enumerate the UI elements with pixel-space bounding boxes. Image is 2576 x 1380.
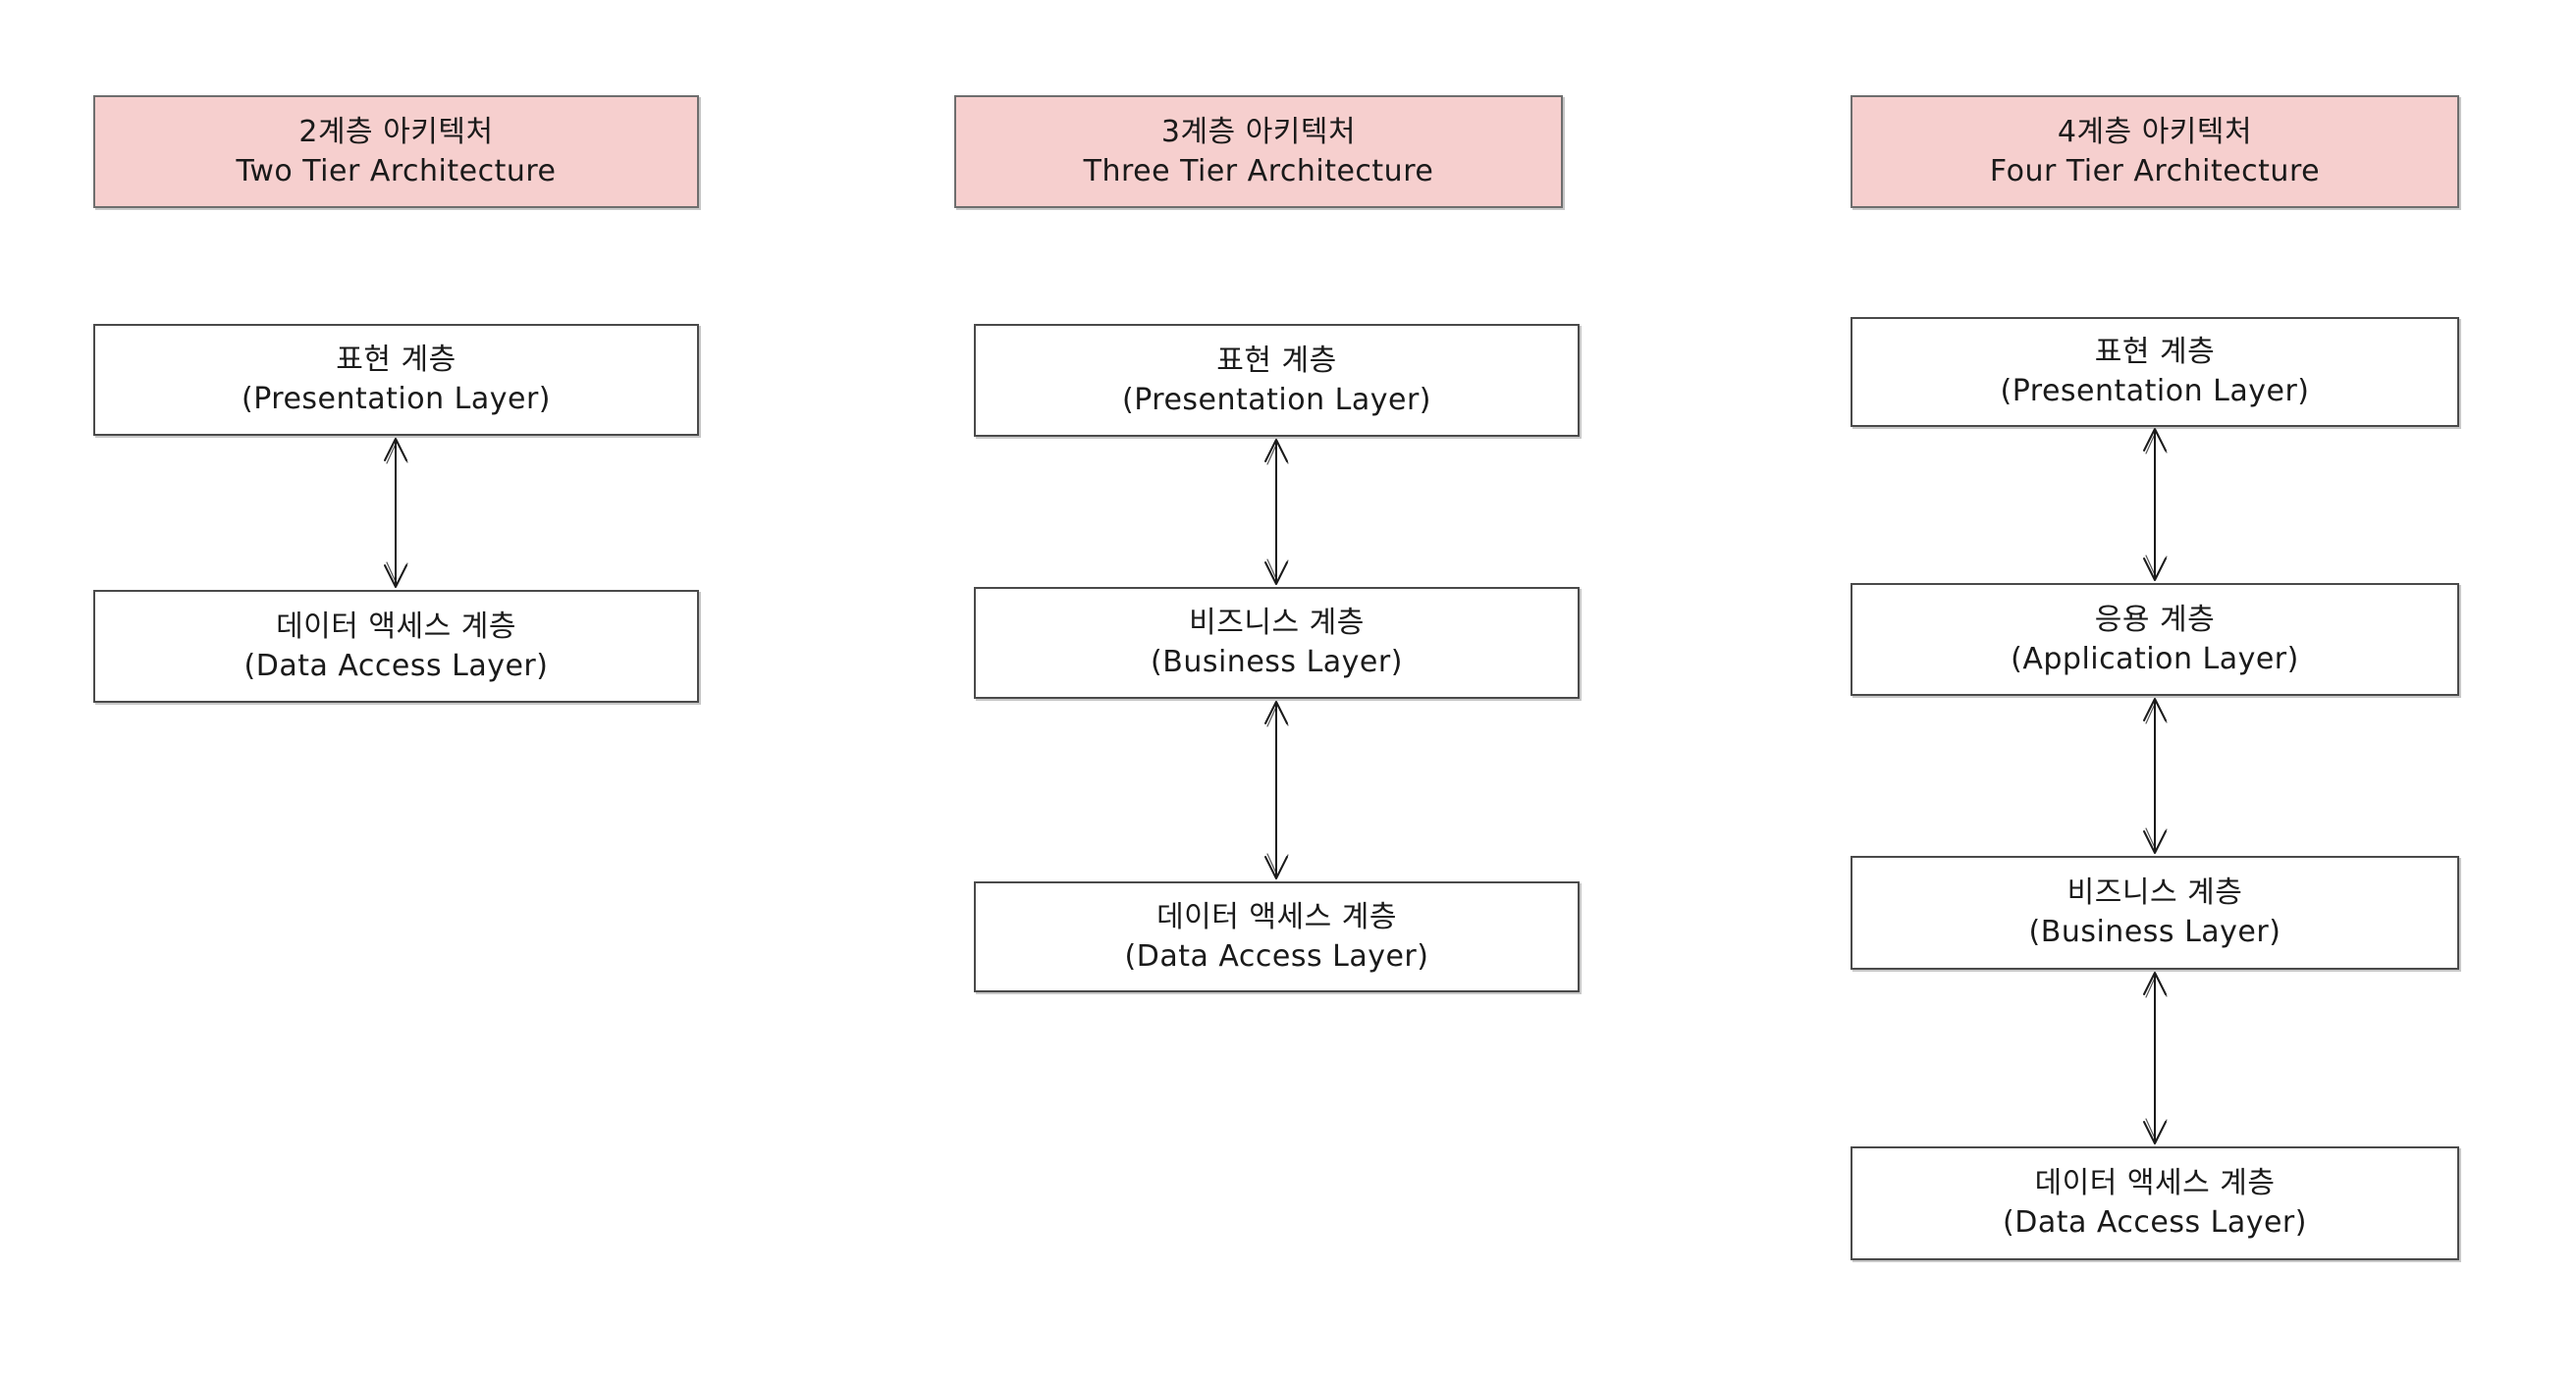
layer-title-en: (Data Access Layer) [1124,938,1429,974]
layer-title-en: (Data Access Layer) [243,648,549,683]
header-title-ko: 3계층 아키텍처 [1160,114,1357,149]
header-title-ko: 4계층 아키텍처 [2057,114,2253,149]
header-title-en: Three Tier Architecture [1083,153,1434,188]
layer-title-ko: 비즈니스 계층 [1189,606,1365,640]
layer-box-four-tier-application: 응용 계층 (Application Layer) [1851,583,2459,696]
layer-box-four-tier-dataaccess: 데이터 액세스 계층 (Data Access Layer) [1851,1146,2459,1260]
layer-title-en: (Business Layer) [2028,915,2281,949]
layer-title-ko: 응용 계층 [2094,602,2216,637]
layer-title-ko: 표현 계층 [2094,335,2216,369]
layer-box-three-tier-business: 비즈니스 계층 (Business Layer) [974,587,1580,699]
layer-box-two-tier-dataaccess: 데이터 액세스 계층 (Data Access Layer) [93,590,699,703]
arrow-four-tier-business-dataaccess [2143,972,2168,1144]
layer-box-three-tier-dataaccess: 데이터 액세스 계층 (Data Access Layer) [974,881,1580,992]
header-title-en: Four Tier Architecture [1989,153,2321,188]
arrow-two-tier-presentation-dataaccess [384,438,408,588]
layer-box-three-tier-presentation: 표현 계층 (Presentation Layer) [974,324,1580,437]
layer-title-en: (Presentation Layer) [1122,382,1431,417]
layer-title-en: (Data Access Layer) [2003,1205,2307,1240]
header-three-tier: 3계층 아키텍처 Three Tier Architecture [954,95,1563,208]
arrow-three-tier-presentation-business [1264,439,1289,585]
header-four-tier: 4계층 아키텍처 Four Tier Architecture [1851,95,2459,208]
header-title-ko: 2계층 아키텍처 [298,114,494,149]
layer-title-en: (Presentation Layer) [2000,374,2310,408]
layer-box-four-tier-business: 비즈니스 계층 (Business Layer) [1851,856,2459,970]
layer-title-ko: 데이터 액세스 계층 [2034,1166,2276,1200]
layer-title-ko: 데이터 액세스 계층 [1156,899,1397,934]
layer-title-ko: 표현 계층 [336,343,456,377]
layer-box-four-tier-presentation: 표현 계층 (Presentation Layer) [1851,317,2459,427]
layer-title-ko: 데이터 액세스 계층 [276,609,516,644]
header-two-tier: 2계층 아키텍처 Two Tier Architecture [93,95,699,208]
layer-title-ko: 표현 계층 [1216,343,1337,378]
arrow-four-tier-application-business [2143,698,2168,854]
layer-title-en: (Business Layer) [1151,645,1403,679]
arrow-three-tier-business-dataaccess [1264,701,1289,879]
layer-title-ko: 비즈니스 계층 [2066,876,2243,910]
layer-title-en: (Application Layer) [2011,641,2299,676]
arrow-four-tier-presentation-application [2143,428,2168,581]
header-title-en: Two Tier Architecture [236,153,557,188]
layer-box-two-tier-presentation: 표현 계층 (Presentation Layer) [93,324,699,436]
layer-title-en: (Presentation Layer) [242,382,551,416]
